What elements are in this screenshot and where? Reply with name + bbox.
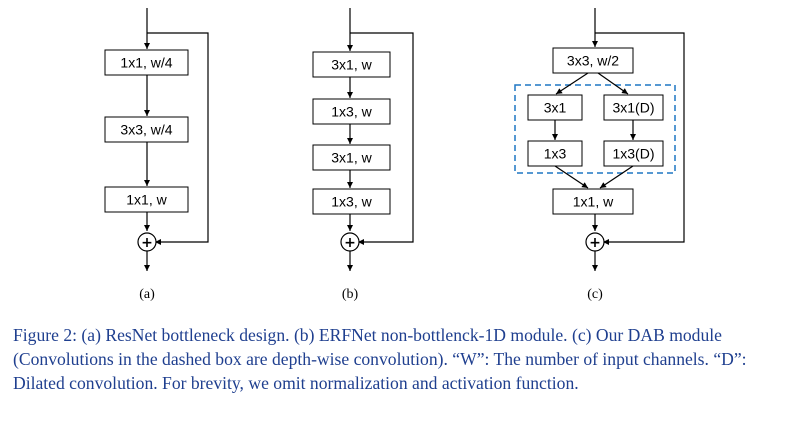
sublabel-b: (b) — [342, 287, 359, 302]
box-c-top-label: 3x3, w/2 — [567, 53, 619, 69]
figure-caption: Figure 2: (a) ResNet bottleneck design. … — [13, 325, 747, 393]
arrow-c-split-left — [555, 72, 589, 95]
box-b-1-label: 3x1, w — [331, 57, 372, 73]
box-c-bottom-label: 1x1, w — [573, 194, 614, 210]
box-c-right-1-label: 3x1(D) — [612, 100, 654, 116]
box-a-2 — [104, 116, 189, 143]
module-b: 3x1, w 1x3, w 3x1, w 1x3, w + (b) — [312, 8, 414, 302]
add-symbol-a: + — [141, 235, 153, 251]
box-c-top — [552, 47, 634, 74]
box-a-2-label: 3x3, w/4 — [120, 122, 172, 138]
module-a: 1x1, w/4 3x3, w/4 1x1, w + (a) — [104, 8, 209, 302]
box-c-right-1 — [603, 94, 664, 121]
box-c-left-1-label: 3x1 — [544, 100, 567, 116]
add-symbol-b: + — [344, 235, 356, 251]
box-c-right-2 — [603, 140, 664, 167]
box-b-1 — [312, 51, 391, 78]
skip-connection-a — [147, 32, 209, 245]
box-c-left-1 — [527, 94, 583, 121]
arrow-c-merge-left — [554, 165, 589, 189]
box-c-left-2 — [527, 140, 583, 167]
box-b-2 — [312, 98, 391, 125]
module-c: 3x3, w/2 3x1 3x1(D) 1x3 1x3(D) 1x1, w + — [514, 8, 685, 302]
sublabel-c: (c) — [587, 287, 603, 302]
box-b-4-label: 1x3, w — [331, 194, 372, 210]
box-c-right-2-label: 1x3(D) — [612, 146, 654, 162]
arrow-c-merge-right — [599, 165, 634, 189]
skip-connection-c — [595, 32, 685, 245]
depthwise-dashed-box — [514, 84, 676, 174]
box-b-2-label: 1x3, w — [331, 104, 372, 120]
box-a-1-label: 1x1, w/4 — [120, 55, 172, 71]
arrow-c-split-right — [597, 72, 629, 95]
add-symbol-c: + — [589, 235, 601, 251]
skip-connection-b — [350, 32, 414, 245]
box-b-3-label: 3x1, w — [331, 150, 372, 166]
box-a-3-label: 1x1, w — [126, 192, 167, 208]
box-b-3 — [312, 144, 391, 171]
box-c-left-2-label: 1x3 — [544, 146, 567, 162]
sublabel-a: (a) — [139, 287, 155, 302]
box-a-3 — [104, 186, 189, 213]
box-b-4 — [312, 188, 391, 215]
box-c-bottom — [552, 188, 634, 215]
diagram: 1x1, w/4 3x3, w/4 1x1, w + (a) 3x1, w 1x… — [104, 8, 685, 302]
box-a-1 — [104, 49, 189, 76]
